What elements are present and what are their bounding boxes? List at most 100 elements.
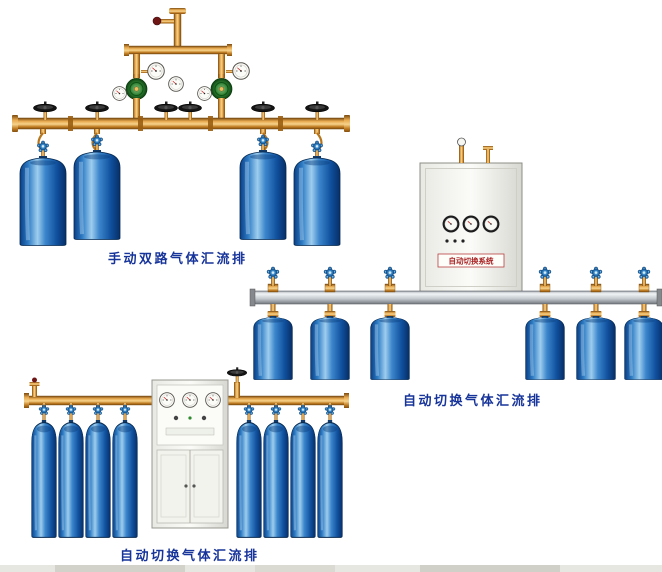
regulator-outlet-pipe (218, 98, 225, 120)
panel-gauge-icon (205, 392, 221, 408)
cylinder-station (369, 266, 411, 380)
door-handle (192, 484, 196, 488)
gas-cylinder (524, 316, 566, 380)
panel-knob (201, 415, 207, 421)
indicator-light (445, 239, 449, 243)
tee-header-pipe (127, 45, 229, 55)
cylinder-bank-left (32, 403, 138, 537)
cylinder-valve-icon (119, 404, 131, 421)
gas-cylinder (59, 420, 84, 537)
control-cabinet (151, 379, 229, 529)
cylinder-valve-icon (243, 404, 255, 421)
panel-gauge-icon (182, 392, 198, 408)
black-handwheel-icon (85, 101, 109, 120)
rail-cap (249, 288, 256, 307)
gas-cylinder (18, 156, 68, 246)
panel-gauge-icon (482, 215, 500, 233)
gas-cylinder (309, 316, 351, 380)
cylinder-valve-icon (324, 404, 336, 421)
pipe-cap (12, 115, 18, 132)
cylinder-valve-icon (65, 404, 77, 421)
bottom-edge-strip (0, 565, 662, 572)
cylinder-station (524, 266, 566, 380)
black-handwheel-icon (154, 101, 178, 120)
pipe-cap (124, 44, 129, 56)
gas-cylinder (86, 420, 111, 537)
pipe-cap (344, 393, 349, 408)
cylinder-station (252, 266, 294, 380)
panel-label-plate (165, 427, 215, 436)
drop-pipe (218, 54, 225, 78)
mini-gauge-icon (457, 137, 466, 147)
regulator-outlet-pipe (133, 98, 140, 120)
cylinder-valve-icon (637, 266, 651, 286)
cylinder-valve-icon (270, 404, 282, 421)
drop-pipe (133, 54, 140, 78)
indicator-light (453, 239, 457, 243)
panel-gauge-icon (159, 392, 175, 408)
cylinder-valve-icon (266, 266, 280, 286)
cylinder-station (309, 266, 351, 380)
pressure-gauge-icon (197, 86, 212, 101)
pipe-cap (344, 115, 350, 132)
cylinder-valve-icon (297, 404, 309, 421)
cabinet-label-text: 自动切换系统 (449, 256, 494, 266)
pipe-cap (169, 8, 186, 14)
riser-pipe (234, 382, 240, 398)
regulator (125, 74, 148, 100)
door-handle (184, 484, 188, 488)
pipe-cap (227, 44, 232, 56)
gas-cylinder (238, 150, 288, 240)
pressure-gauge-icon (112, 86, 127, 101)
shutoff-knob (32, 377, 37, 383)
cabinet-inlet-pipe (459, 145, 464, 163)
panel-gauge-icon (462, 215, 480, 233)
shutoff-knob (152, 16, 162, 26)
gas-cylinder (369, 316, 411, 380)
pipe-stub (32, 385, 37, 397)
gas-cylinder (32, 420, 57, 537)
pipe-cap (24, 393, 29, 408)
pipe-stub (160, 19, 174, 24)
pressure-gauge-icon (232, 62, 250, 80)
cylinder-valve-icon (589, 266, 603, 286)
black-handwheel-icon (251, 101, 275, 120)
manifold-pipe (15, 117, 347, 130)
gas-cylinder (318, 420, 343, 537)
regulator (210, 74, 233, 100)
gas-cylinder (72, 150, 122, 240)
pressure-gauge-icon (147, 62, 165, 80)
indicator-light (461, 239, 465, 243)
cylinder-valve-icon (92, 404, 104, 421)
panel-knob (173, 415, 179, 421)
rail-cap (656, 288, 662, 307)
black-handwheel-icon (226, 366, 248, 383)
cylinder-station (575, 266, 617, 380)
manual-dual-manifold-assembly (12, 8, 350, 246)
gas-cylinder (292, 156, 342, 246)
gas-cylinder (291, 420, 316, 537)
auto-switch-manifold-assembly-right: 自动切换系统 (249, 137, 662, 380)
cabinet-inlet-pipe (486, 149, 490, 163)
black-handwheel-icon (33, 101, 57, 120)
cylinder-bank-right (237, 403, 343, 537)
gas-cylinder (623, 316, 662, 380)
indicator-light (188, 416, 192, 420)
caption-auto-switch-manifold-bottom: 自动切换气体汇流排 (120, 548, 260, 563)
gas-cylinder (252, 316, 294, 380)
feed-pipe (173, 11, 182, 49)
caption-auto-switch-manifold-right: 自动切换气体汇流排 (403, 393, 543, 408)
black-handwheel-icon (305, 101, 329, 120)
cylinder-valve-icon (383, 266, 397, 286)
gas-cylinder (113, 420, 138, 537)
auto-switch-manifold-assembly-bottom (24, 366, 349, 537)
cylinder-station (623, 266, 662, 380)
manifold-pipe (27, 395, 153, 406)
cylinder-valve-icon (323, 266, 337, 286)
gas-cylinder (575, 316, 617, 380)
gas-cylinder (264, 420, 289, 537)
cylinder-valve-icon (38, 404, 50, 421)
pressure-gauge-icon (168, 76, 184, 92)
